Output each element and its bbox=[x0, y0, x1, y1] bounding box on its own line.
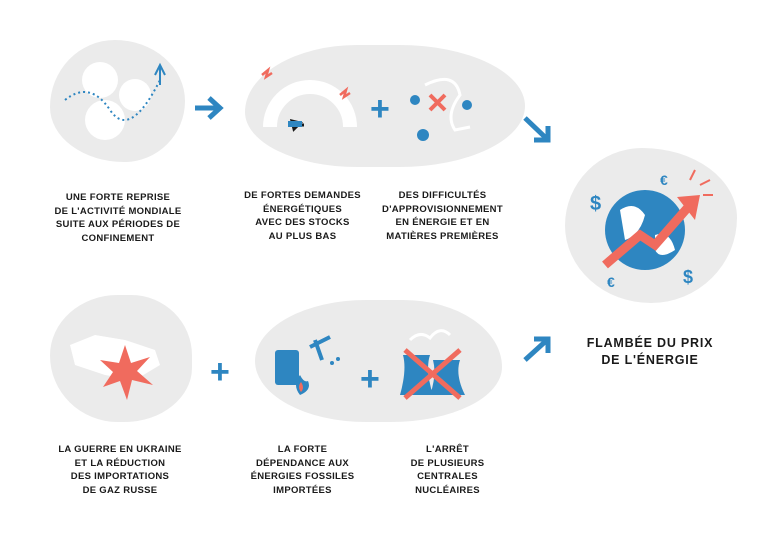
plus-sign: + bbox=[360, 360, 380, 398]
gears-recovery-icon bbox=[64, 62, 166, 140]
cause-label-fossil: La forte dépendance aux énergies fossile… bbox=[250, 444, 355, 496]
fossil-fuels-icon bbox=[275, 335, 340, 395]
euro-sign: € bbox=[660, 172, 668, 188]
arrow-up-right-icon bbox=[523, 336, 551, 362]
result-label: Flambée du prix de l'énergie bbox=[586, 336, 714, 367]
ukraine-war-icon bbox=[70, 335, 160, 400]
supply-disruption-icon bbox=[410, 77, 472, 141]
euro-sign: € bbox=[607, 274, 615, 290]
nuclear-plant-shutdown-icon bbox=[400, 329, 465, 400]
cause-label-supply: Des difficultés d'approvisionnement en é… bbox=[382, 190, 503, 242]
dollar-sign: $ bbox=[683, 267, 693, 287]
blob-demand-supply bbox=[245, 45, 525, 167]
gauge-low-stock-icon bbox=[261, 66, 357, 132]
globe-price-rise-icon: $ € € $ bbox=[590, 169, 713, 290]
plus-sign: + bbox=[210, 353, 230, 391]
dollar-sign: $ bbox=[590, 193, 601, 215]
cause-label-ukraine: La guerre en Ukraine et la réduction des… bbox=[58, 444, 182, 496]
arrow-right-icon bbox=[195, 96, 224, 120]
arrow-diagonal-icon bbox=[523, 116, 551, 143]
cause-label-nuclear: L'arrêt de plusieurs centrales nucléaire… bbox=[410, 444, 485, 496]
blob-recovery bbox=[50, 40, 185, 162]
cause-label-demand: De fortes demandes énergétiques avec des… bbox=[244, 190, 361, 242]
cause-label-recovery: Une forte reprise de l'activité mondiale… bbox=[54, 192, 182, 244]
plus-sign: + bbox=[370, 90, 390, 128]
